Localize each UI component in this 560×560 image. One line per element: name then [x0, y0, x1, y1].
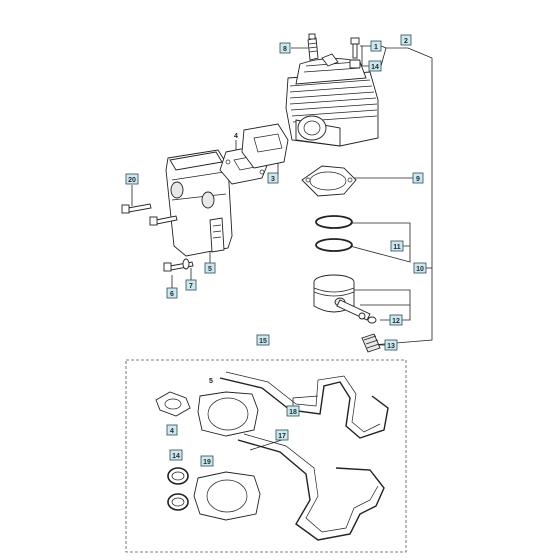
kit-base-gasket-lower [193, 471, 261, 521]
kit-exhaust-gasket [155, 391, 191, 417]
gasket-kit-frame [125, 359, 407, 553]
callout-9: 9 [412, 172, 424, 184]
callout-20: 20 [125, 173, 139, 185]
decompression-nut [349, 59, 361, 69]
cylinder [285, 53, 379, 147]
callout-11: 11 [390, 240, 404, 252]
svg-text:15: 15 [259, 338, 267, 345]
callout-15: 15 [256, 334, 270, 346]
muffler-lower-bolt [163, 258, 194, 272]
svg-text:14: 14 [172, 453, 180, 460]
svg-text:10: 10 [416, 266, 424, 273]
svg-text:14: 14 [371, 64, 379, 71]
svg-text:12: 12 [392, 318, 400, 325]
svg-text:2: 2 [404, 38, 408, 45]
piston-pin [336, 299, 377, 324]
svg-text:20: 20 [128, 177, 136, 184]
callout-18: 18 [286, 405, 300, 417]
cylinder-base-gasket [301, 165, 357, 197]
exhaust-spacer [241, 123, 289, 169]
kit-callout-14: 14 [169, 449, 183, 461]
kit-label-5: 5 [209, 378, 213, 385]
callout-14: 14 [368, 60, 382, 72]
spark-plug [307, 33, 319, 61]
svg-text:19: 19 [203, 459, 211, 466]
crankcase-gasket-lower [237, 433, 385, 541]
callout-6: 6 [166, 287, 178, 299]
callout-10: 10 [413, 262, 427, 274]
svg-text:5: 5 [208, 266, 212, 273]
crankcase-gasket-upper [219, 371, 389, 439]
callout-17: 17 [275, 429, 289, 441]
svg-text:6: 6 [170, 291, 174, 298]
kit-oil-seals [167, 467, 189, 511]
callout-12: 12 [389, 314, 403, 326]
callout-7: 7 [185, 279, 197, 291]
needle-bearing [361, 333, 381, 353]
callout-13: 13 [384, 339, 398, 351]
svg-text:4: 4 [234, 133, 238, 140]
kit-base-gasket-upper [197, 391, 259, 437]
svg-text:5: 5 [209, 378, 213, 385]
kit-callout-4: 4 [166, 424, 178, 436]
callout-8: 8 [279, 42, 291, 54]
svg-text:7: 7 [189, 283, 193, 290]
muffler [165, 149, 233, 257]
piston-rings [315, 215, 353, 252]
svg-text:11: 11 [393, 244, 401, 251]
label-4: 4 [234, 133, 238, 140]
callout-2: 2 [400, 34, 412, 46]
svg-text:17: 17 [278, 433, 286, 440]
muffler-bolts [121, 203, 178, 226]
svg-text:18: 18 [289, 409, 297, 416]
svg-text:13: 13 [387, 343, 395, 350]
svg-text:4: 4 [170, 428, 174, 435]
svg-text:1: 1 [374, 44, 378, 51]
svg-text:8: 8 [283, 46, 287, 53]
svg-text:9: 9 [416, 176, 420, 183]
svg-text:3: 3 [271, 176, 275, 183]
kit-callout-19: 19 [200, 455, 214, 467]
cylinder-screw [350, 37, 360, 59]
callout-5: 5 [204, 262, 216, 274]
callout-3: 3 [267, 172, 279, 184]
callout-1: 1 [370, 40, 382, 52]
